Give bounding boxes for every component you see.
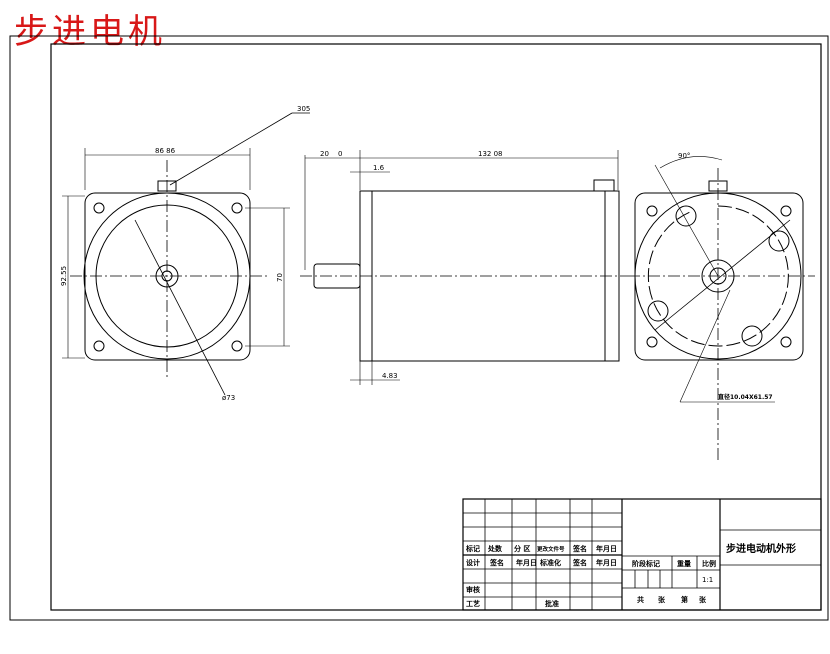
tb-approve: 批准	[545, 599, 559, 608]
title-block-drawing-title: 步进电动机外形	[726, 542, 796, 555]
tb-mark: 标记	[465, 544, 480, 553]
tb-review: 审核	[466, 585, 480, 594]
dim-shaft-length: 20	[320, 150, 329, 158]
tb-signature2: 签名	[489, 558, 504, 567]
outer-border	[9, 35, 829, 621]
dim-hole-note: 直径10.04X61.57	[718, 393, 773, 401]
tb-signature: 签名	[572, 544, 587, 553]
drawing-title: 步进电机	[14, 12, 166, 52]
dim-flange-thickness: 1.6	[373, 164, 385, 172]
dim-diameter: ø73	[222, 394, 235, 402]
inner-border	[50, 43, 822, 611]
tb-weight: 重量	[677, 559, 691, 568]
dim-connector: 305	[297, 105, 310, 113]
tb-change-doc: 更改文件号	[537, 545, 565, 553]
title-block	[462, 498, 822, 611]
dim-front-width: 86 86	[155, 147, 176, 155]
tb-stage-mark: 阶段标记	[632, 559, 660, 568]
dim-rear-thickness: 4.83	[382, 372, 398, 380]
tb-scale: 比例	[702, 559, 716, 568]
tb-date2: 年月日	[516, 558, 537, 567]
front-view	[62, 112, 310, 396]
dim-bolt-spacing: 70	[276, 273, 284, 282]
dim-front-height: 92.55	[60, 266, 68, 286]
dim-angle: 90°	[678, 152, 690, 160]
tb-sheets: 张	[658, 595, 666, 604]
tb-date: 年月日	[596, 544, 617, 553]
tb-zone: 分 区	[514, 544, 530, 553]
tb-scale-value: 1:1	[702, 576, 713, 584]
dim-shaft-tolerance: 0	[338, 150, 342, 158]
tb-date3: 年月日	[596, 558, 617, 567]
tb-process: 工艺	[466, 599, 480, 608]
dim-body-length: 132 08	[478, 150, 503, 158]
tb-sheets2: 张	[699, 595, 707, 604]
tb-standardization: 标准化	[539, 558, 561, 567]
tb-signature3: 签名	[572, 558, 587, 567]
tb-design: 设计	[466, 558, 480, 567]
tb-count: 处数	[487, 544, 503, 553]
rear-view	[628, 156, 815, 460]
side-view	[300, 150, 628, 385]
tb-sheet-no: 第	[681, 595, 688, 604]
tb-total: 共	[637, 595, 644, 604]
